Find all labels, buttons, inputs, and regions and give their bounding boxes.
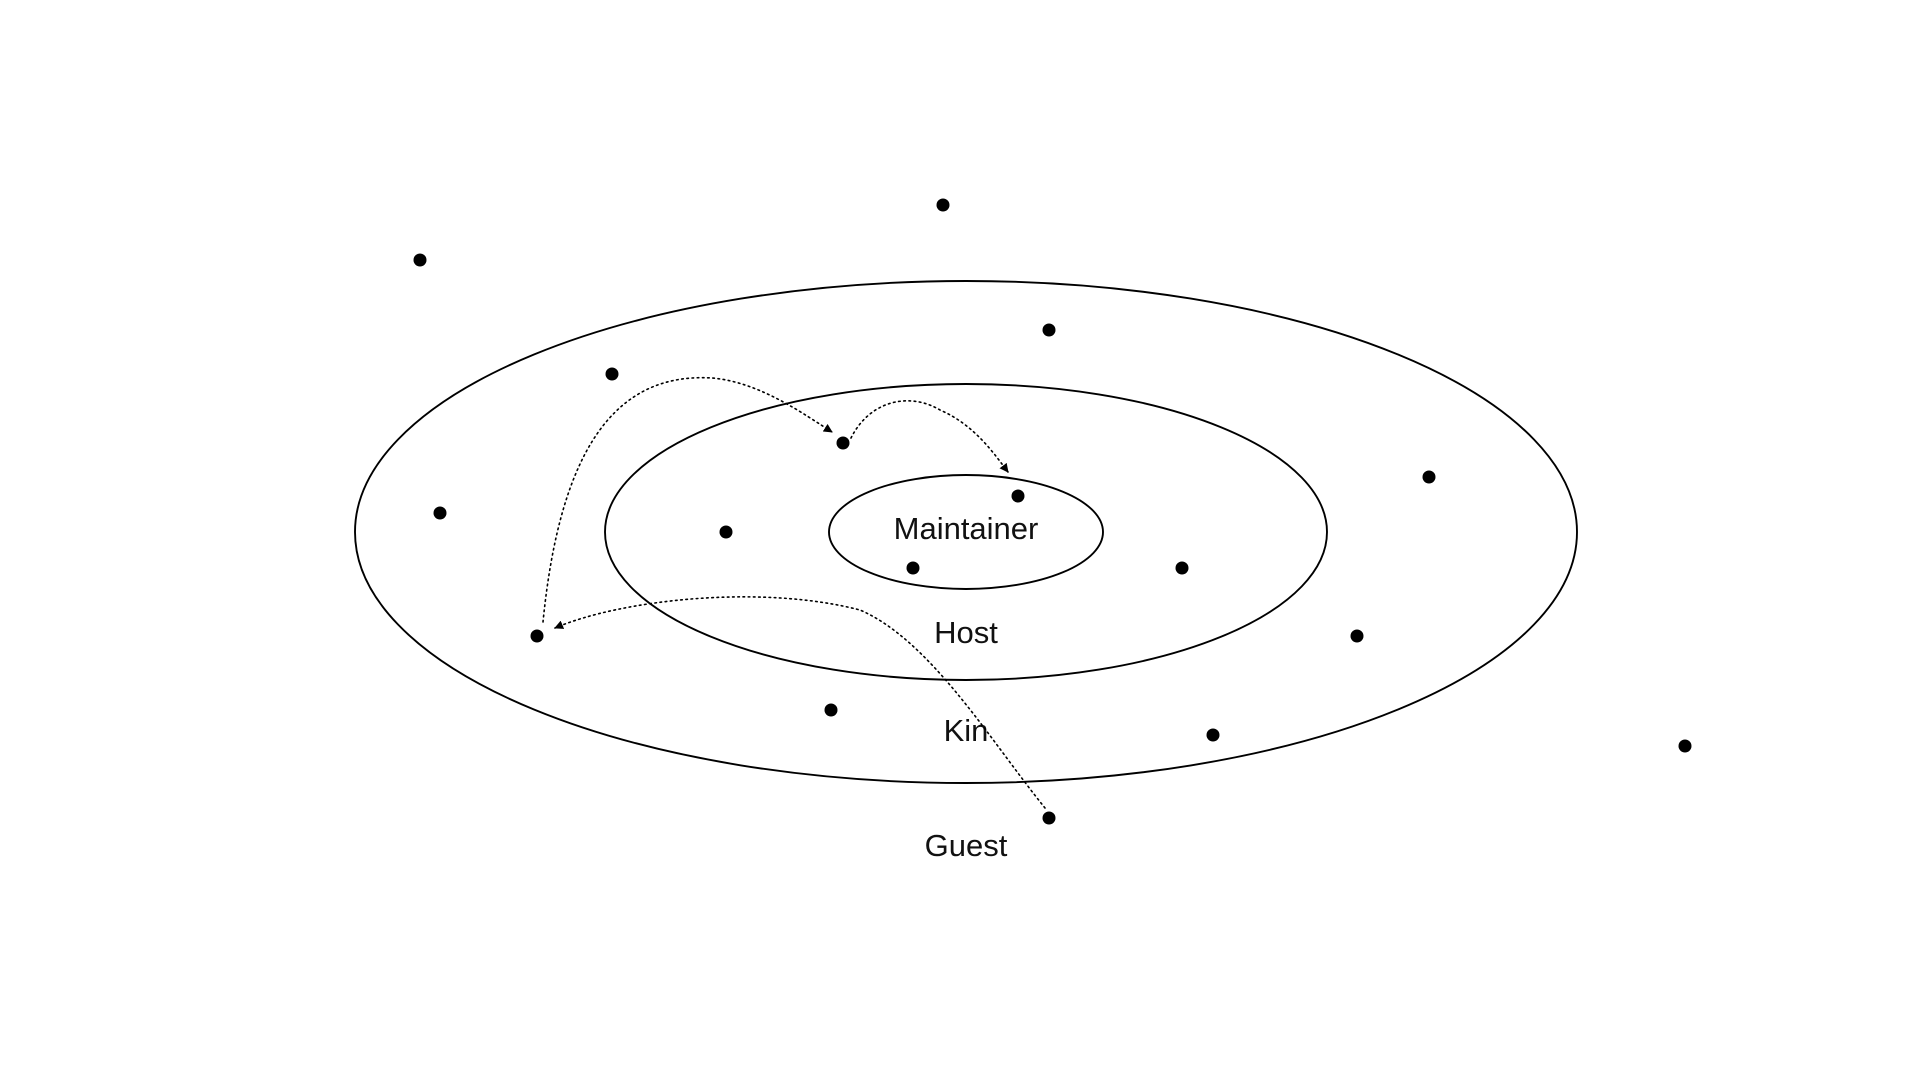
member-dot: [824, 703, 838, 717]
member-dot: [719, 525, 733, 539]
member-dot: [1042, 811, 1056, 825]
member-dot: [1206, 728, 1220, 742]
host-to-maintainer-arrow: [850, 400, 1009, 473]
kin-label: Kin: [944, 713, 989, 748]
member-dot: [936, 198, 950, 212]
member-dot: [1175, 561, 1189, 575]
member-dot: [605, 367, 619, 381]
host-ring: [604, 383, 1328, 681]
member-dot: [906, 561, 920, 575]
host-label: Host: [934, 615, 998, 650]
maintainer-label: Maintainer: [894, 511, 1039, 546]
kin-ring: [354, 280, 1578, 784]
member-dots: [413, 198, 1692, 825]
member-dot: [530, 629, 544, 643]
maintainer-ring: [828, 474, 1104, 590]
kin-to-host-arrow: [542, 376, 833, 623]
member-dot: [1678, 739, 1692, 753]
member-dot: [1350, 629, 1364, 643]
member-dot: [1011, 489, 1025, 503]
member-dot: [1422, 470, 1436, 484]
member-dot: [433, 506, 447, 520]
member-dot: [413, 253, 427, 267]
member-dot: [836, 436, 850, 450]
member-dot: [1042, 323, 1056, 337]
guest-label: Guest: [925, 828, 1008, 863]
